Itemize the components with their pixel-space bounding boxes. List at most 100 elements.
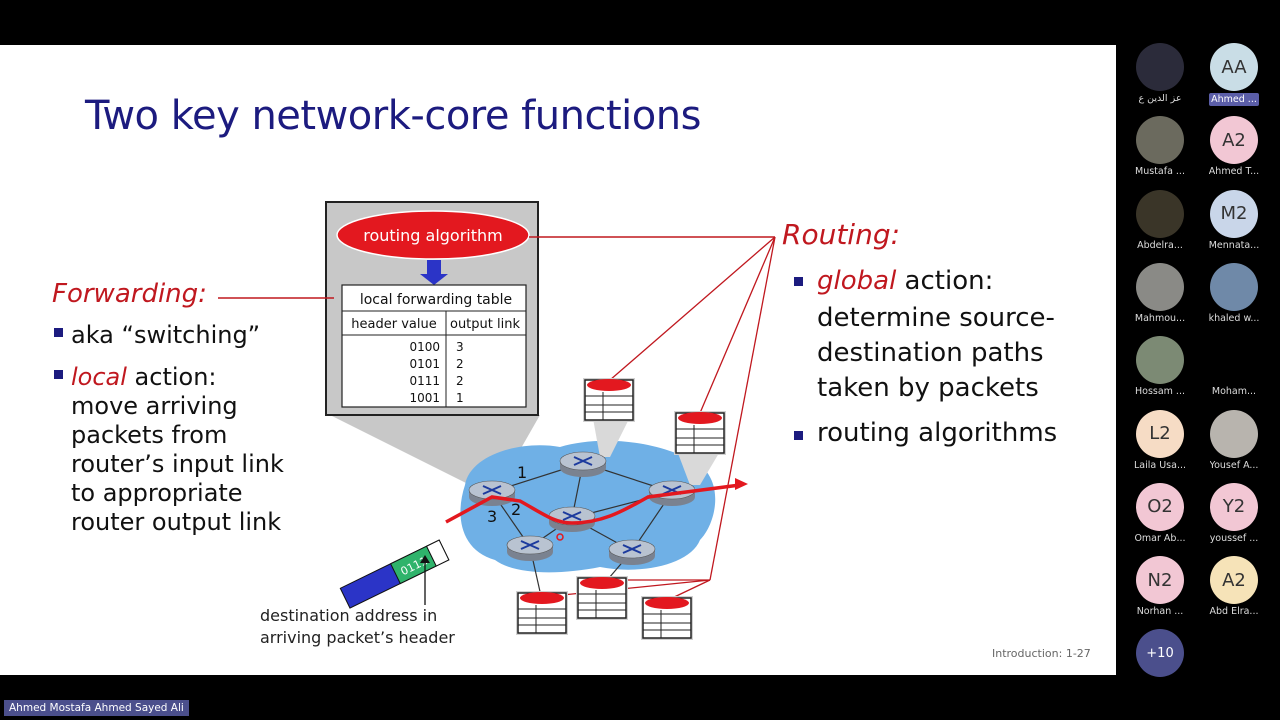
avatar-initials: M2 (1210, 189, 1258, 238)
mini-routing-table-icon (641, 596, 693, 640)
caption: destination address in arriving packet’s… (260, 606, 455, 647)
avatar-photo (1210, 262, 1258, 311)
avatar-initials: L2 (1136, 409, 1184, 458)
participant-name: khaled w... (1208, 312, 1260, 324)
avatar-photo (1210, 336, 1258, 385)
participant-tile[interactable]: Moham... (1194, 336, 1274, 402)
participant-name: Abd Elra... (1209, 606, 1259, 618)
participant-name: Ahmed T... (1208, 166, 1260, 178)
link-label-1: 1 (517, 463, 527, 482)
router-icon (468, 480, 516, 506)
table-cell-header: 1001 (409, 391, 440, 405)
table-rows: 0100 3 0101 2 0111 2 1001 1 (409, 340, 463, 405)
router-icon (506, 535, 554, 561)
table-cell-link: 2 (456, 357, 464, 371)
participant-name: Abdelra... (1137, 239, 1183, 251)
participant-name: Mennata... (1208, 239, 1260, 251)
participant-name: Mustafa ... (1135, 166, 1185, 178)
avatar-photo (1136, 43, 1184, 91)
avatar-photo (1136, 189, 1184, 238)
participant-tile[interactable]: khaled w... (1194, 262, 1274, 329)
router-icon (559, 451, 607, 477)
participant-tile[interactable]: عز الدين ع (1120, 43, 1200, 109)
slide: Two key network-core functions routing a… (0, 45, 1116, 675)
avatar-initials: N2 (1136, 556, 1184, 605)
routing-description: determine source- destination paths take… (817, 303, 1055, 403)
participant-tile[interactable]: Mahmou... (1120, 262, 1200, 329)
routing-heading: Routing: (782, 218, 901, 251)
mini-routing-table-icon (674, 411, 726, 455)
routing-bullet-1: global action: (817, 266, 994, 296)
avatar-initials: AA (1210, 43, 1258, 91)
bullet-icon (54, 328, 63, 337)
avatar-photo (1136, 116, 1184, 165)
participant-tile[interactable]: Yousef A... (1194, 409, 1274, 476)
link-label-3: 3 (487, 507, 497, 526)
avatar-initials: +10 (1136, 629, 1184, 678)
network-diagram: routing algorithm local forwarding table… (218, 201, 776, 640)
mini-tables (516, 378, 726, 640)
participant-name: Moham... (1211, 386, 1257, 398)
participant-tile[interactable]: Abdelra... (1120, 189, 1200, 256)
participant-tile[interactable]: +10 (1120, 629, 1200, 678)
participant-tile[interactable]: Mustafa ... (1120, 116, 1200, 182)
slide-number: Introduction: 1-27 (992, 647, 1091, 660)
router-icon (608, 539, 656, 565)
table-col-link: output link (450, 317, 520, 332)
link-label-2: 2 (511, 500, 521, 519)
table-cell-header: 0101 (409, 357, 440, 371)
participant-name: Mahmou... (1134, 312, 1186, 324)
mini-routing-table-icon (516, 591, 568, 635)
participant-name: Laila Usa... (1133, 459, 1187, 471)
avatar-initials: Y2 (1210, 482, 1258, 531)
bullet-icon (54, 370, 63, 379)
packet: 0111 (339, 539, 450, 609)
avatar-initials: A2 (1210, 116, 1258, 165)
participant-name: عز الدين ع (1138, 93, 1182, 104)
routing-algorithm-label: routing algorithm (363, 226, 502, 245)
slide-title: Two key network-core functions (85, 93, 701, 139)
participant-name: Hossam ... (1134, 386, 1185, 398)
table-cell-header: 0100 (409, 340, 440, 354)
avatar-initials: A2 (1210, 556, 1258, 605)
table-cell-header: 0111 (409, 374, 440, 388)
table-cell-link: 2 (456, 374, 464, 388)
table-col-header: header value (351, 317, 436, 332)
mini-routing-table-icon (576, 576, 628, 620)
avatar-photo (1136, 262, 1184, 311)
forwarding-bullet-1: aka “switching” (71, 321, 261, 349)
path-arrow-icon (735, 478, 748, 490)
down-arrow-icon (420, 274, 448, 285)
table-title: local forwarding table (360, 292, 512, 308)
participant-tile[interactable]: Hossam ... (1120, 336, 1200, 402)
table-cell-link: 3 (456, 340, 464, 354)
participant-tile[interactable]: AA Ahmed ... (1194, 43, 1274, 111)
forwarding-description: move arriving packets from router’s inpu… (71, 392, 284, 536)
table-cell-link: 1 (456, 391, 464, 405)
participant-name: Omar Ab... (1134, 532, 1186, 544)
forwarding-heading: Forwarding: (52, 279, 207, 309)
participant-name: Yousef A... (1209, 459, 1259, 471)
forwarding-bullet-2: local action: (71, 363, 217, 391)
active-speaker-label: Ahmed Mostafa Ahmed Sayed Ali (4, 700, 189, 716)
routing-bullet-2: routing algorithms (817, 418, 1058, 448)
caption-arrow-icon (420, 555, 430, 563)
participant-name: youssef ... (1209, 532, 1259, 544)
mini-routing-table-icon (583, 378, 635, 422)
avatar-photo (1136, 336, 1184, 385)
routing-algorithm-oval (336, 210, 530, 260)
avatar-initials: O2 (1136, 482, 1184, 531)
participant-name: Norhan ... (1136, 606, 1184, 618)
packet-path (445, 483, 741, 525)
avatar-photo (1210, 409, 1258, 458)
bullet-icon (794, 431, 803, 440)
participant-name: Ahmed ... (1209, 93, 1259, 106)
